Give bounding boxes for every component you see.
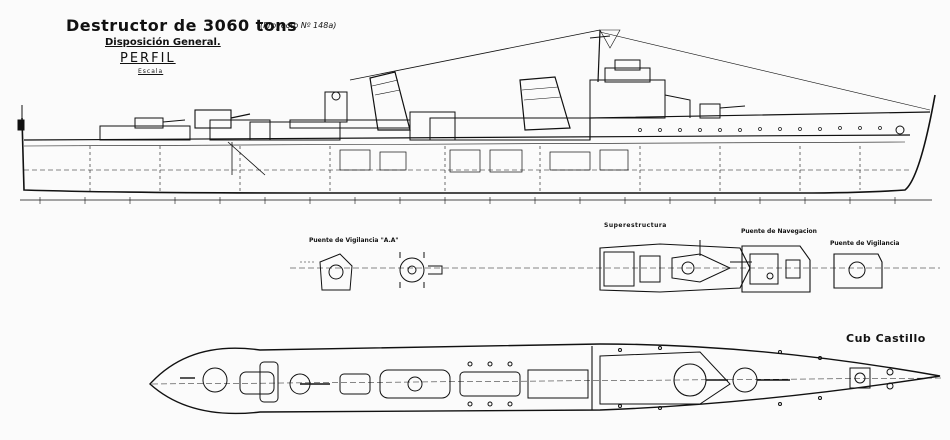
mast-stay bbox=[349, 29, 601, 81]
fore-gun-a bbox=[699, 103, 721, 119]
searchlight-tower bbox=[324, 91, 348, 123]
view-name: PERFIL bbox=[120, 51, 176, 66]
navigation-bridge-plan bbox=[741, 245, 811, 293]
deck-centerline bbox=[151, 377, 943, 385]
aft-gun bbox=[134, 117, 164, 129]
portholes bbox=[638, 126, 882, 132]
aft-turret bbox=[194, 109, 232, 129]
foremast bbox=[597, 29, 601, 83]
aft-deckhouse bbox=[99, 125, 191, 141]
fore-funnel bbox=[519, 76, 571, 131]
hull-outline bbox=[21, 94, 936, 194]
aft-funnel bbox=[369, 71, 411, 131]
aa-platform-plan bbox=[300, 253, 353, 291]
superstructure-plan bbox=[599, 240, 752, 293]
scale-label: Escala bbox=[138, 68, 164, 75]
superstructure-label: Superestructura bbox=[604, 222, 667, 229]
main-deck-line bbox=[23, 134, 911, 141]
aa-platform-label: Puente de Vigilancia "A.A" bbox=[309, 237, 399, 244]
torpedo-tubes bbox=[289, 119, 411, 129]
navigation-bridge-label: Puente de Navegacion bbox=[741, 228, 817, 235]
project-note: (Proyecto Nº 148a) bbox=[260, 21, 337, 30]
bridge-structure bbox=[589, 79, 666, 119]
hawse-pipe bbox=[895, 125, 905, 135]
watch-bridge-label: Puente de Vigilancia bbox=[830, 240, 900, 247]
deck-outline bbox=[149, 343, 941, 415]
drawing-title: Destructor de 3060 tons bbox=[66, 16, 298, 35]
machinery bbox=[339, 149, 629, 173]
midship-deckhouse bbox=[249, 121, 341, 141]
watch-bridge-plan bbox=[833, 253, 883, 289]
drawing-subtitle: Disposición General. bbox=[105, 37, 221, 48]
searchlight-platform-plan bbox=[399, 252, 443, 288]
frame-ticks bbox=[39, 197, 896, 204]
bulkheads bbox=[89, 146, 861, 192]
forecastle-deck-label: Cub Castillo bbox=[846, 332, 926, 345]
deck-plan-view bbox=[149, 343, 943, 415]
profile-view bbox=[17, 29, 936, 204]
